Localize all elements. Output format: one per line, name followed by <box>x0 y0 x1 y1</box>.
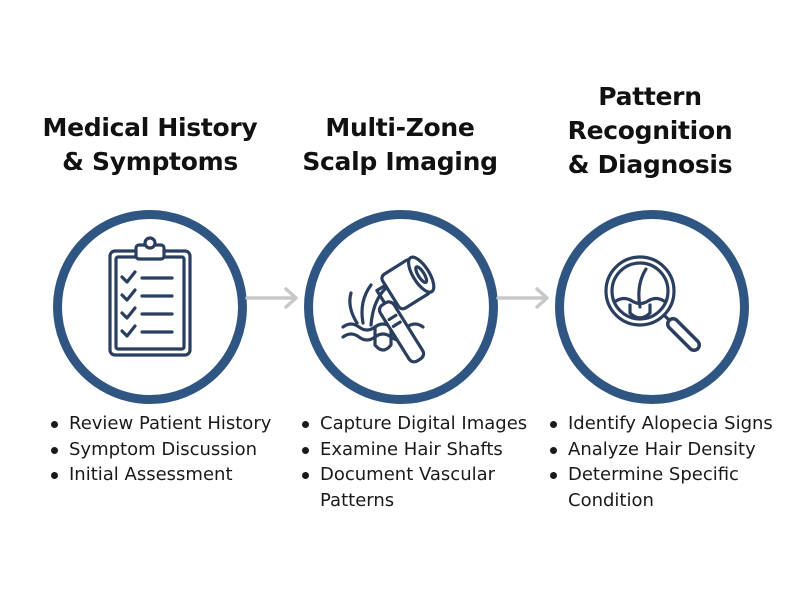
list-item: Initial Assessment <box>49 462 289 488</box>
step-3-title: Pattern Recognition & Diagnosis <box>567 82 733 179</box>
step-1-bullet-list: Review Patient History Symptom Discussio… <box>49 411 289 488</box>
arrow-right-icon <box>496 287 549 309</box>
step-2-bullet-list: Capture Digital Images Examine Hair Shaf… <box>300 411 540 513</box>
list-item: Capture Digital Images <box>300 411 540 437</box>
list-item: Review Patient History <box>49 411 289 437</box>
list-item: Analyze Hair Density <box>548 437 788 463</box>
step-3-bullet-list: Identify Alopecia Signs Analyze Hair Den… <box>548 411 788 513</box>
step-1-circle <box>53 210 247 404</box>
dermatoscope-scalp-icon <box>341 255 436 364</box>
arrow-right-icon <box>245 287 298 309</box>
step-2-title: Multi-Zone Scalp Imaging <box>302 113 498 176</box>
list-item: Document Vascular Patterns <box>300 462 540 513</box>
list-item: Symptom Discussion <box>49 437 289 463</box>
step-3-circle <box>555 210 749 404</box>
list-item: Identify Alopecia Signs <box>548 411 788 437</box>
step-1-title: Medical History & Symptoms <box>42 113 258 176</box>
magnifier-hair-follicle-icon <box>604 255 701 352</box>
clipboard-checklist-icon <box>108 236 192 357</box>
list-item: Examine Hair Shafts <box>300 437 540 463</box>
list-item: Determine Specific Condition <box>548 462 788 513</box>
step-2-circle <box>304 210 498 404</box>
